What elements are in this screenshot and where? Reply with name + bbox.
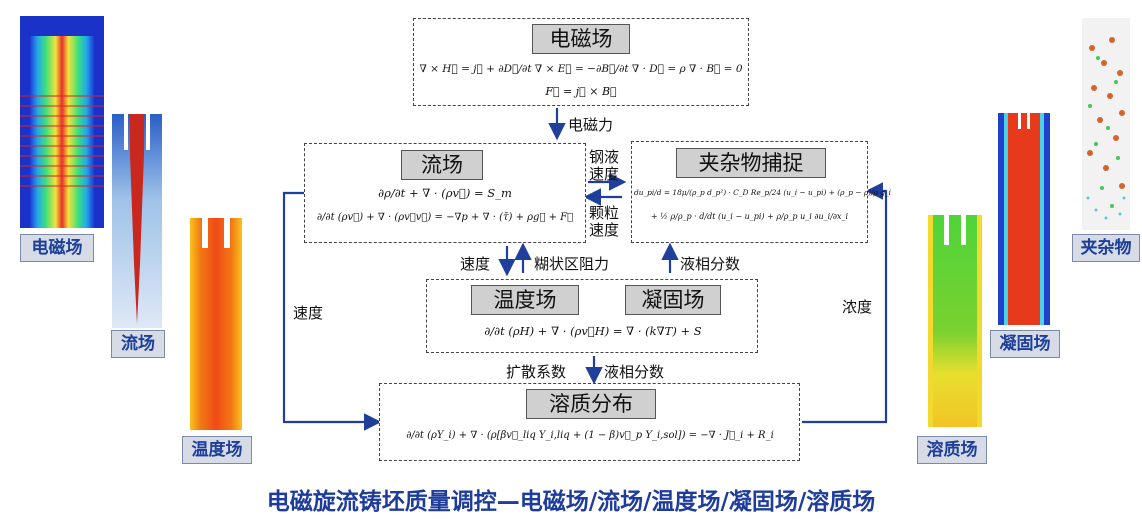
solute-box: 溶质分布 ∂/∂t (ρY_i) + ∇ · (ρ[βv⃗_liq Y_i,li… — [379, 383, 800, 461]
label-steel-speed-1: 钢液 — [589, 148, 620, 166]
em-box: 电磁场 ∇ × H⃗ = j⃗ + ∂D⃗/∂t ∇ × E⃗ = −∂B⃗/∂… — [413, 18, 749, 106]
inclusion-title: 夹杂物捕捉 — [676, 148, 826, 178]
label-em-force: 电磁力 — [568, 116, 614, 134]
em-equation-maxwell: ∇ × H⃗ = j⃗ + ∂D⃗/∂t ∇ × E⃗ = −∂B⃗/∂t ∇ … — [419, 63, 743, 75]
sim-temp-label: 温度场 — [182, 436, 252, 464]
flow-title: 流场 — [401, 150, 483, 180]
inclusion-box: 夹杂物捕捉 du_pi/d = 18μ/(ρ_p d_p²) · C_D Re_… — [631, 141, 892, 243]
sim-inclusion-label: 夹杂物 — [1072, 234, 1140, 262]
em-title: 电磁场 — [532, 24, 630, 54]
label-diffusion-coef: 扩散系数 — [506, 363, 567, 381]
label-liquid-fraction-down: 液相分数 — [604, 363, 665, 381]
arrow-speed-left — [282, 191, 382, 431]
label-liquid-fraction-up: 液相分数 — [680, 255, 741, 273]
label-particle-speed-2: 速度 — [589, 221, 620, 239]
label-particle-speed-1: 颗粒 — [589, 204, 620, 222]
sim-temp-image — [190, 218, 242, 430]
sim-em-image — [20, 16, 104, 228]
label-speed-left: 速度 — [293, 304, 324, 322]
sim-solid-image — [998, 113, 1050, 325]
temp-title: 温度场 — [471, 285, 579, 315]
solid-title: 凝固场 — [625, 285, 721, 315]
label-mushy-drag: 糊状区阻力 — [534, 255, 610, 273]
sim-solute-label: 溶质场 — [917, 436, 987, 464]
sim-solute-image — [928, 215, 982, 427]
sim-flow-label: 流场 — [111, 330, 165, 358]
energy-equation: ∂/∂t (ρH) + ∇ · (ρv⃗H) = ∇ · (k∇T) + S — [484, 324, 702, 338]
sim-flow-image — [112, 114, 162, 328]
sim-inclusion-image — [1082, 18, 1130, 230]
inclusion-equation-1: du_pi/d = 18μ/(ρ_p d_p²) · C_D Re_p/24 (… — [634, 188, 892, 197]
solute-equation: ∂/∂t (ρY_i) + ∇ · (ρ[βv⃗_liq Y_i,liq + (… — [406, 430, 774, 441]
em-equation-force: F⃗ = j⃗ × B⃗ — [545, 85, 617, 98]
label-concentration: 浓度 — [842, 298, 873, 316]
sim-solid-label: 凝固场 — [990, 330, 1060, 358]
flow-equation-momentum: ∂/∂t (ρv⃗) + ∇ · (ρv⃗v⃗) = −∇p + ∇ · (τ̄… — [316, 212, 574, 223]
label-speed-down: 速度 — [460, 255, 491, 273]
sim-em-label: 电磁场 — [20, 234, 94, 262]
temp-solid-box: 温度场 凝固场 ∂/∂t (ρH) + ∇ · (ρv⃗H) = ∇ · (k∇… — [426, 279, 758, 353]
flow-equation-continuity: ∂ρ/∂t + ∇ · (ρv⃗) = S_m — [378, 186, 512, 200]
inclusion-equation-2: + ½ ρ/ρ_p · d/dt (u_i − u_pi) + ρ/ρ_p u_… — [650, 212, 849, 221]
solute-title: 溶质分布 — [526, 389, 656, 419]
footer-title: 电磁旋流铸坯质量调控—电磁场/流场/温度场/凝固场/溶质场 — [266, 489, 876, 515]
arrow-concentration-right — [802, 182, 888, 424]
label-steel-speed-2: 速度 — [589, 165, 620, 183]
flow-box: 流场 ∂ρ/∂t + ∇ · (ρv⃗) = S_m ∂/∂t (ρv⃗) + … — [304, 143, 586, 243]
